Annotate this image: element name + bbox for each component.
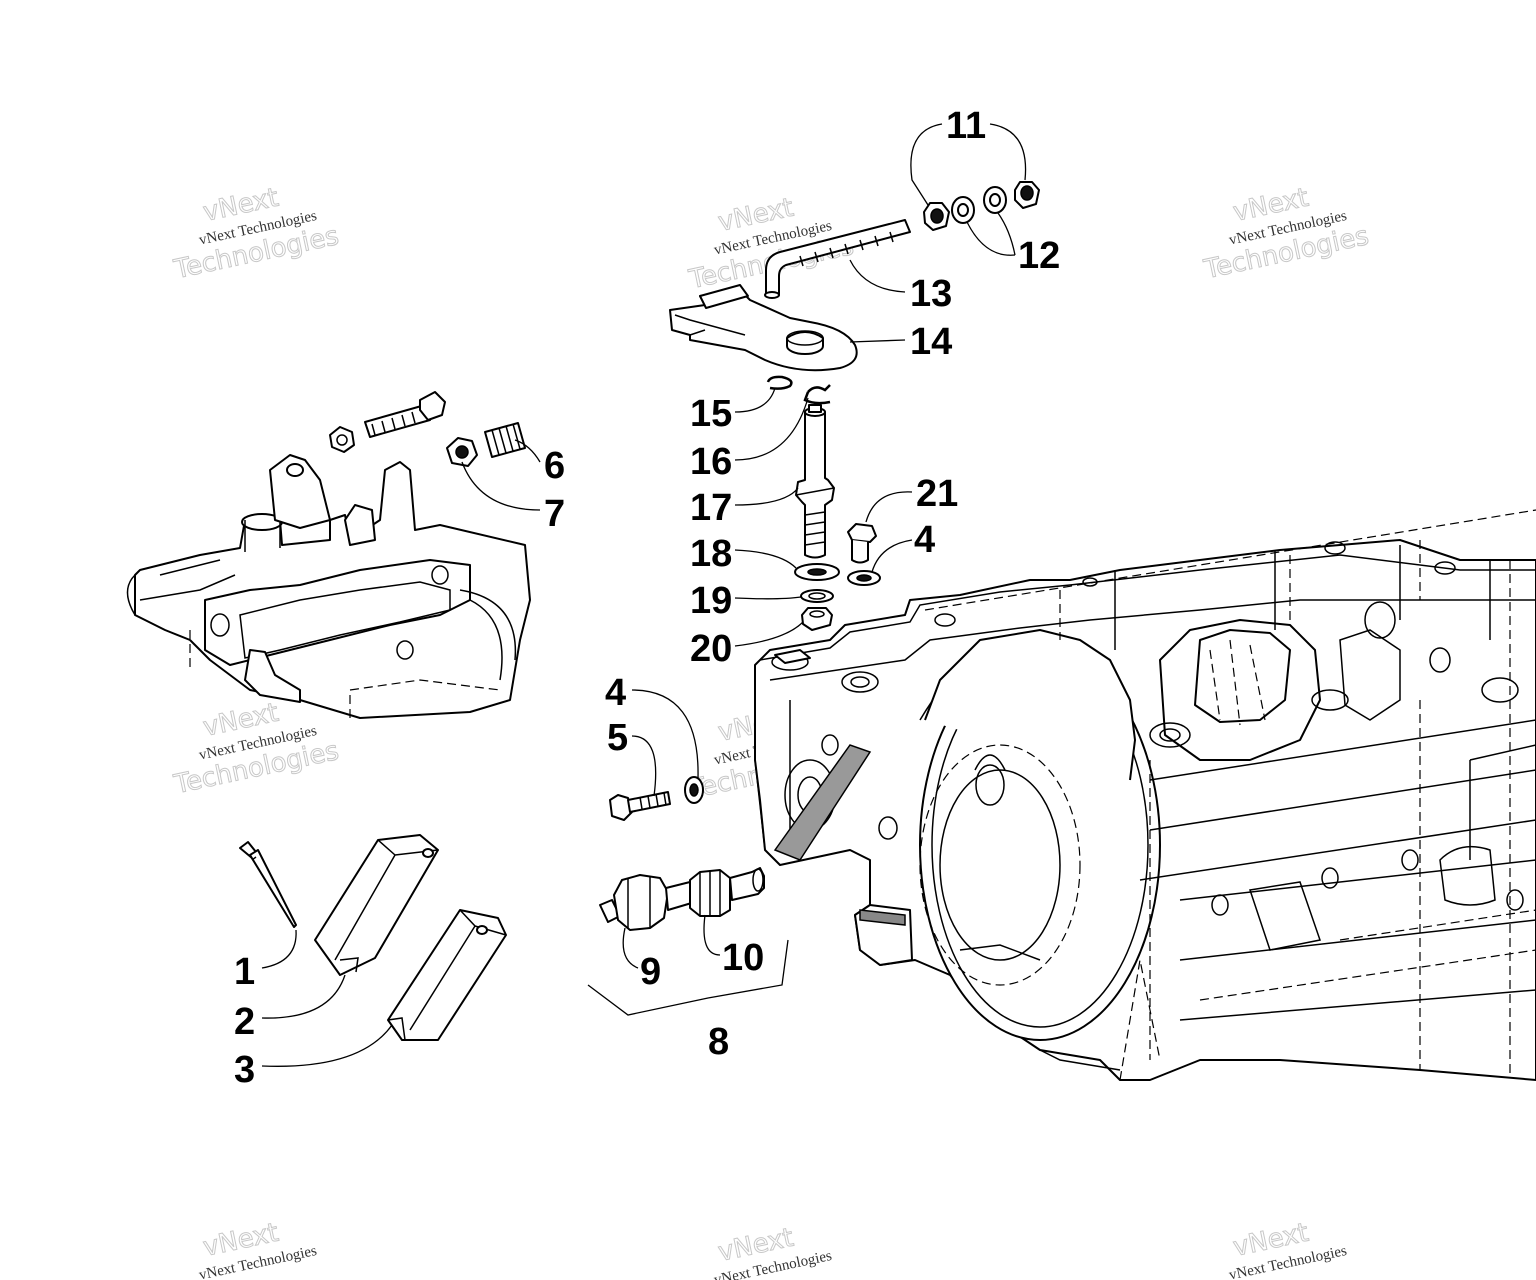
callout-3: 3: [234, 1049, 255, 1091]
shaft-part-17: [795, 404, 835, 559]
lock-washer-part-4-upper: [847, 570, 881, 586]
leader-8: [587, 939, 789, 1016]
bolt-part-21: [847, 523, 877, 564]
leader-18: [734, 549, 797, 569]
left-housing-drawing: [126, 454, 531, 719]
leader-17: [734, 487, 799, 506]
snap-ring-part-15: [766, 375, 793, 390]
lock-washer-part-4-lower: [684, 776, 704, 804]
leader-11a: [910, 123, 943, 206]
spool-part-10: [689, 867, 765, 917]
leader-12b: [997, 212, 1016, 256]
callout-19: 19: [690, 580, 732, 622]
valve-part-9: [599, 874, 696, 931]
leader-13: [849, 259, 906, 293]
callout-14: 14: [910, 321, 952, 363]
washer-part-12-b: [983, 186, 1007, 214]
leader-12a: [966, 221, 1016, 256]
lock-washer-part-19: [800, 589, 834, 603]
leader-15: [734, 387, 776, 413]
callout-1: 1: [234, 951, 255, 993]
leader-5: [631, 735, 657, 797]
callout-17: 17: [690, 487, 732, 529]
leader-4-lower: [631, 689, 699, 779]
callout-11: 11: [946, 105, 986, 147]
guide-part-2: [314, 834, 439, 976]
leader-11b: [989, 123, 1027, 181]
leader-9: [622, 927, 639, 969]
nut-part-20: [801, 607, 833, 631]
callout-5: 5: [607, 717, 628, 759]
nut-part-7: [446, 437, 478, 467]
left-bolt-assembly: [329, 391, 446, 453]
leader-10: [703, 914, 721, 956]
callout-4-lower: 4: [605, 672, 626, 714]
callout-4-upper: 4: [914, 519, 935, 561]
callout-labels: 11 12 13 14 15 16 17 18 19 20 21 4 6 7 4…: [234, 105, 1060, 1091]
watermark-bottom-right: vNext vNext Technologies: [1228, 1217, 1349, 1280]
leader-14: [849, 339, 906, 343]
bolt-part-5: [609, 791, 671, 821]
callout-9: 9: [640, 951, 661, 993]
callout-13: 13: [910, 273, 952, 315]
callout-15: 15: [690, 393, 732, 435]
rod-part-13: [764, 219, 911, 299]
watermark-top-right: vNext vNext Technologies Technologies: [1200, 182, 1372, 286]
callout-16: 16: [690, 441, 732, 483]
pin-part-1: [239, 841, 297, 928]
leader-21: [865, 491, 913, 523]
leader-19: [734, 596, 802, 600]
nut-part-11-b: [1014, 181, 1040, 209]
lever-plate-part-14: [669, 284, 858, 372]
washer-part-12-a: [951, 196, 975, 224]
callout-12: 12: [1018, 235, 1060, 277]
leader-4-upper: [871, 539, 913, 573]
nut-part-11-a: [923, 202, 950, 231]
leader-6: [514, 439, 541, 463]
callout-8: 8: [708, 1021, 729, 1063]
leader-20: [734, 621, 804, 647]
stud-part-6: [484, 422, 526, 458]
clip-part-16: [803, 384, 831, 405]
leader-3: [261, 1024, 393, 1067]
callout-18: 18: [690, 533, 732, 575]
washer-part-18: [794, 563, 840, 581]
leader-2: [261, 974, 346, 1019]
callout-7: 7: [544, 493, 565, 535]
watermark-bottom-left: vNext vNext Technologies: [198, 1217, 319, 1280]
callout-10: 10: [722, 937, 764, 979]
watermark-top-left: vNext vNext Technologies Technologies: [170, 182, 342, 286]
leader-1: [261, 929, 297, 969]
callout-20: 20: [690, 628, 732, 670]
engine-block-drawing: [754, 509, 1536, 1081]
leader-lines: [261, 123, 1027, 1067]
callout-6: 6: [544, 445, 565, 487]
callout-2: 2: [234, 1001, 255, 1043]
bracket-part-3: [387, 909, 507, 1041]
watermark-bottom-center: vNext vNext Technologies: [713, 1222, 834, 1280]
callout-21: 21: [916, 473, 958, 515]
leader-7: [461, 461, 541, 511]
leader-16: [734, 397, 809, 461]
